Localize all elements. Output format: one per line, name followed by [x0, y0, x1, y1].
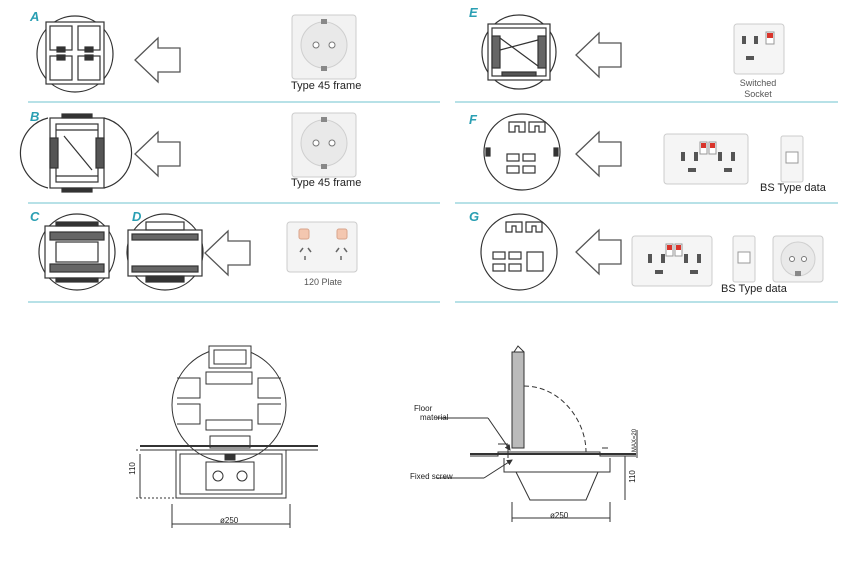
product-label-f: BS Type data — [760, 182, 826, 194]
front-dim-height: 110 — [127, 462, 137, 475]
section-letter-a: A — [30, 9, 40, 24]
arrow-d — [204, 229, 251, 277]
fixed-screw-label: Fixed screw — [410, 472, 453, 481]
schuko-socket-b — [291, 112, 357, 178]
product-label-b: Type 45 frame — [291, 177, 362, 189]
switched-socket — [733, 23, 785, 75]
front-view-drawing — [136, 345, 318, 528]
section-letter-f: F — [469, 112, 477, 127]
arrow-b — [134, 130, 181, 178]
box-diagram-e — [481, 14, 557, 90]
section-letter-c: C — [30, 209, 40, 224]
section-letter-b: B — [30, 109, 40, 124]
side-dim-width: ø250 — [550, 511, 569, 520]
box-diagram-b — [19, 113, 133, 193]
product-label-a: Type 45 frame — [291, 80, 362, 92]
arrow-f — [575, 130, 622, 178]
floor-label-line1: Floor — [414, 404, 433, 413]
product-label-e-line2: Socket — [744, 89, 772, 99]
box-diagram-d — [126, 213, 204, 291]
floor-label-line2: material — [420, 413, 449, 422]
product-label-g: BS Type data — [721, 283, 787, 295]
side-dim-height: 110 — [627, 470, 637, 483]
front-dim-width: ø250 — [220, 516, 239, 525]
section-letter-d: D — [132, 209, 142, 224]
box-diagram-g — [480, 213, 558, 291]
bs-data-module-g — [732, 235, 756, 283]
side-dim-floor: MAX=20 — [632, 428, 639, 453]
box-diagram-c — [38, 213, 116, 291]
aus-plate-120 — [286, 221, 358, 273]
product-label-e-line1: Switched — [739, 78, 777, 88]
section-letter-g: G — [469, 209, 480, 224]
product-label-d: 120 Plate — [303, 277, 343, 287]
schuko-socket-a — [291, 14, 357, 80]
section-letter-e: E — [469, 5, 478, 20]
box-diagram-f — [483, 113, 561, 191]
bs-double-socket-f — [663, 133, 749, 185]
box-diagram-a — [36, 15, 114, 93]
arrow-e — [575, 31, 622, 79]
side-view-drawing — [436, 345, 638, 522]
bs-double-socket-g — [631, 235, 713, 287]
bs-data-module-f — [780, 135, 804, 183]
arrow-g — [575, 228, 622, 276]
schuko-socket-g — [772, 235, 824, 283]
arrow-a — [134, 36, 181, 84]
